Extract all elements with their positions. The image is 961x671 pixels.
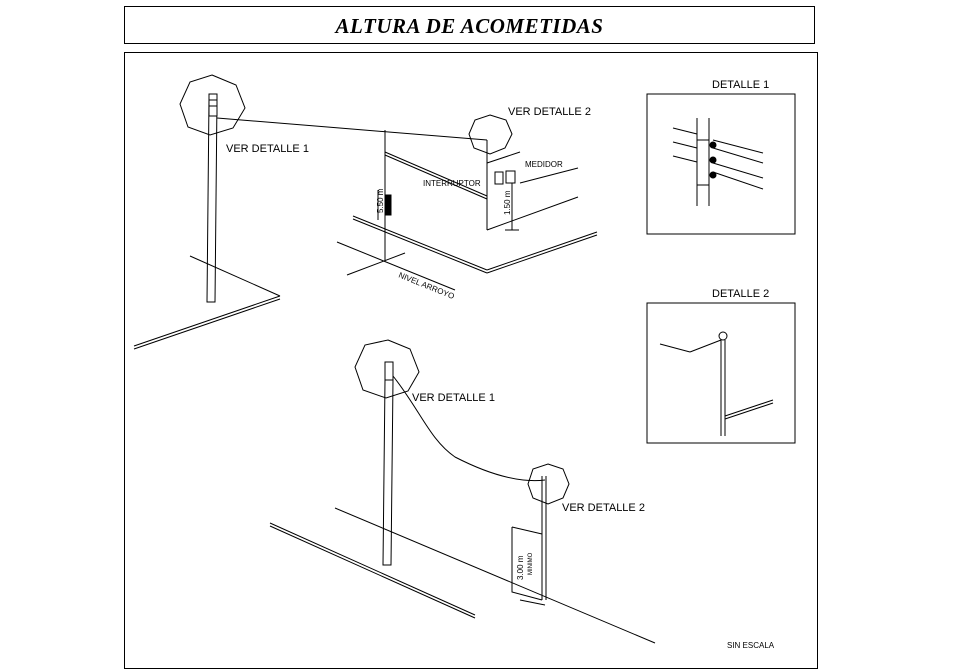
- label-150: 1.50 m: [503, 190, 512, 215]
- detalle-1-panel: [646, 93, 796, 235]
- label-detalle-1: DETALLE 1: [712, 79, 769, 91]
- bottom-pole-insulators: [384, 361, 394, 381]
- detail-1-marker-bottom: [354, 339, 420, 399]
- detail-2-marker-top: [468, 114, 513, 155]
- detail-2-marker-bottom: [527, 463, 570, 505]
- top-ground-diag: [189, 255, 281, 297]
- page-title: ALTURA DE ACOMETIDAS: [335, 14, 604, 38]
- height-marker-550: [385, 194, 392, 216]
- label-interruptor: INTERRUPTOR: [423, 179, 481, 188]
- label-nivel-arroyo: NIVEL ARROYO: [397, 271, 455, 302]
- service-cable-top: [216, 117, 488, 141]
- house-ground-line: [352, 215, 488, 271]
- detalle-2-panel: [646, 302, 796, 444]
- label-ver-detalle-1-top: VER DETALLE 1: [226, 143, 309, 155]
- top-pole: [206, 97, 218, 303]
- label-550: 5.50 m: [376, 188, 385, 213]
- label-minimo: MINIMO: [528, 552, 534, 575]
- drawing-frame: [124, 52, 818, 669]
- top-ground-line-2: [133, 298, 281, 350]
- label-detalle-2: DETALLE 2: [712, 288, 769, 300]
- detalle-1-box: [646, 93, 796, 235]
- detalle-2-box: [646, 302, 796, 444]
- label-sin-escala: SIN ESCALA: [727, 641, 775, 650]
- house-wall-right-base: [486, 196, 579, 231]
- title-box: ALTURA DE ACOMETIDAS: [124, 6, 815, 44]
- interruptor-box: [494, 171, 504, 185]
- label-ver-detalle-2-bottom: VER DETALLE 2: [562, 502, 645, 514]
- house-wall-bottom: [511, 527, 543, 601]
- label-ver-detalle-1-bottom: VER DETALLE 1: [412, 392, 495, 404]
- nivel-arroyo-line: [336, 241, 456, 291]
- top-ground-line: [133, 295, 281, 347]
- label-medidor: MEDIDOR: [525, 160, 563, 169]
- service-cable-bottom: [392, 375, 546, 482]
- top-scene: [133, 74, 598, 350]
- medidor-box: [505, 170, 516, 184]
- house-wall-right-top: [486, 151, 521, 164]
- bottom-road-line: [334, 507, 656, 644]
- bottom-ground-line: [269, 522, 476, 616]
- detail-1-marker-top: [179, 74, 246, 136]
- label-ver-detalle-2-top: VER DETALLE 2: [508, 106, 591, 118]
- bottom-pole: [382, 379, 394, 566]
- top-pole-insulators: [208, 93, 218, 117]
- bottom-scene: [269, 339, 656, 644]
- label-300: 3.00 m: [516, 555, 525, 580]
- house-wall-left-top: [384, 151, 488, 197]
